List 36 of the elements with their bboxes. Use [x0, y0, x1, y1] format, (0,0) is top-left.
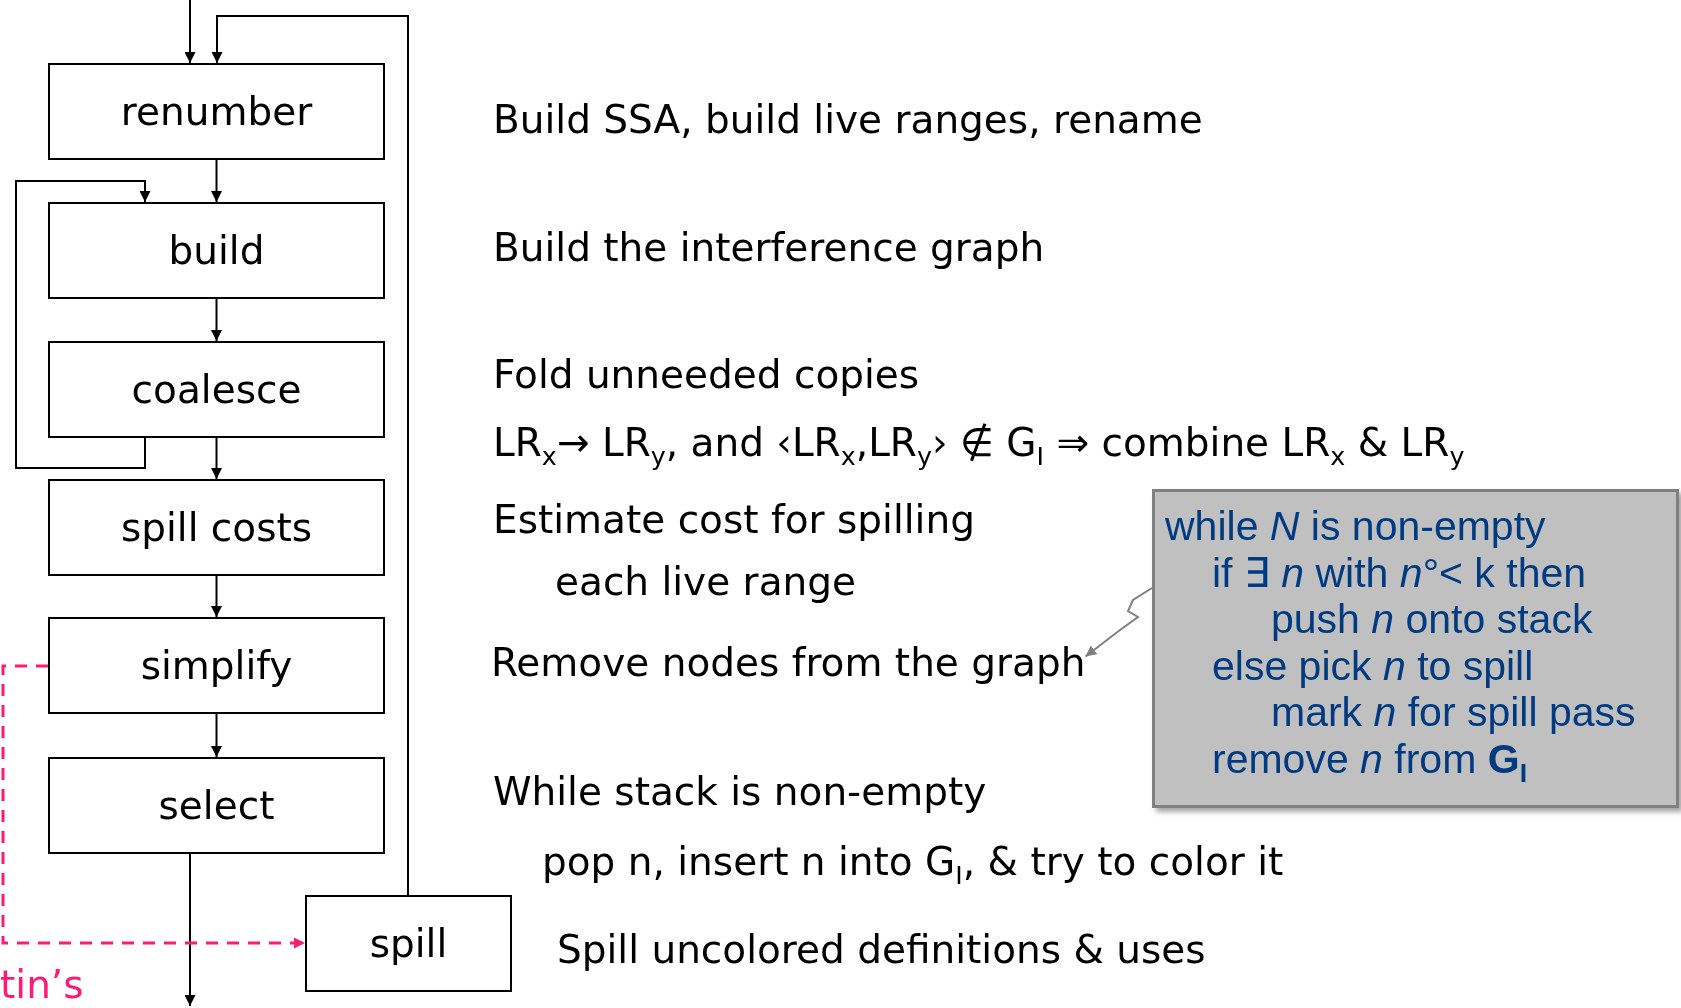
arrow [211, 298, 222, 342]
note-box [1152, 489, 1679, 808]
process-box: build [48, 202, 385, 299]
pseudocode-line: mark n for spill pass [1271, 690, 1636, 736]
arrow [211, 437, 222, 480]
pseudocode-line: push n onto stack [1271, 597, 1593, 643]
description-text: each live range [555, 559, 856, 604]
arrow [211, 15, 409, 896]
arrow [184, 0, 196, 64]
process-box: simplify [48, 617, 385, 714]
pseudocode-line: remove n from G$_{I}$ [1212, 736, 1528, 788]
arrow [211, 159, 222, 203]
pseudocode-line: else pick n to spill [1212, 643, 1534, 689]
description-text: Build the interference graph [493, 225, 1045, 270]
description-text: While stack is non-empty [493, 769, 987, 814]
process-box: spill costs [48, 479, 385, 576]
pseudocode-line: if ∃ n with n°< k then [1212, 550, 1587, 596]
process-box: coalesce [48, 341, 385, 438]
arrow [184, 853, 196, 1007]
description-text: LR$_{x}$→ LR$_{y}$, and ‹LR$_{x}$,LR$_{y}$› ∉ G$_{I}$ ⇒ combine LR$_{x}$ & LR$_{y}$ [493, 420, 1465, 471]
description-text: pop n, insert n into G$_{I}$, & try to color it [542, 839, 1284, 890]
arrow [15, 180, 151, 469]
process-box: spill [305, 895, 512, 992]
pseudocode-line: while N is non-empty [1165, 504, 1546, 550]
arrow [211, 575, 222, 618]
description-text: Spill uncolored definitions & uses [557, 927, 1206, 972]
description-text: Fold unneeded copies [493, 352, 920, 397]
process-box: renumber [48, 63, 385, 160]
description-text: tin’s [0, 962, 84, 1007]
arrow [1, 664, 305, 949]
description-text: Estimate cost for spilling [493, 497, 975, 542]
description-text: Build SSA, build live ranges, rename [493, 97, 1203, 142]
leader-arrow [1084, 587, 1153, 658]
arrow [211, 713, 222, 758]
process-box: select [48, 757, 385, 854]
annotation-text: Remove nodes from the graph [491, 640, 1086, 685]
